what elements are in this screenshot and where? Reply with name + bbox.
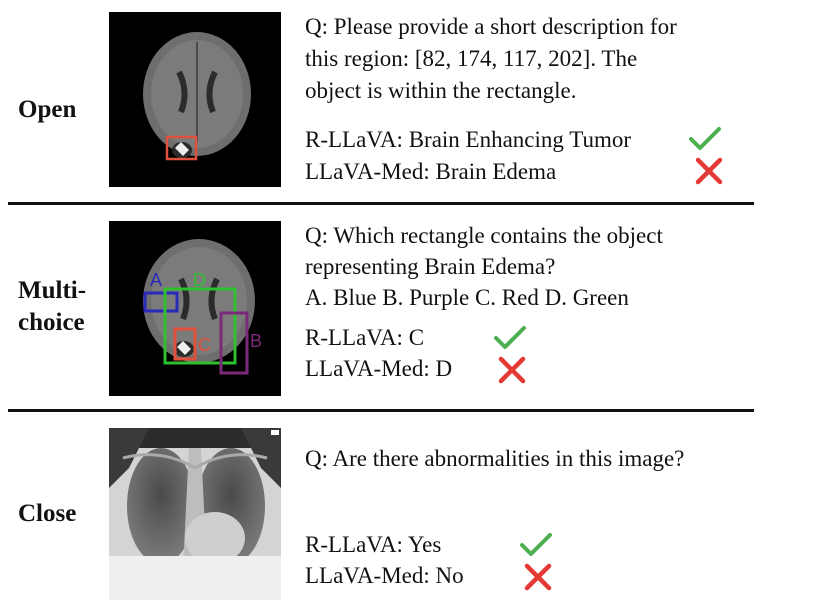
box-label-b: B: [250, 331, 262, 351]
row-label-open: Open: [18, 96, 77, 123]
question-line: representing Brain Edema?: [305, 254, 556, 279]
brain-mri-image-open: [109, 12, 281, 187]
answer-llavamed: LLaVA-Med: Brain Edema: [305, 159, 557, 184]
question-line: Q: Which rectangle contains the object: [305, 223, 663, 248]
chest-xray-image: [109, 428, 281, 600]
answer-rllava: R-LLaVA: Yes: [305, 532, 442, 557]
box-label-d: D: [193, 270, 206, 290]
question-line: Q: Are there abnormalities in this image…: [305, 446, 685, 471]
box-label-a: A: [150, 270, 162, 290]
box-label-c: C: [198, 335, 211, 355]
row-label-multichoice-text: Multi- choice: [18, 277, 87, 336]
cross-icon: [524, 563, 552, 591]
question-line: object is within the rectangle.: [305, 78, 577, 103]
row-label-close: Close: [18, 500, 77, 527]
check-icon: [520, 533, 552, 556]
answer-rllava: R-LLaVA: Brain Enhancing Tumor: [305, 127, 632, 152]
region-box-green: [163, 287, 237, 365]
question-line: this region: [82, 174, 117, 202]. The: [305, 46, 638, 71]
question-line: A. Blue B. Purple C. Red D. Green: [305, 285, 629, 310]
row-label-multichoice: Multi- choice: [18, 275, 86, 339]
region-box-red: [165, 135, 198, 161]
check-icon: [689, 127, 721, 150]
region-box-red: [173, 327, 197, 361]
answer-llavamed: LLaVA-Med: No: [305, 563, 464, 588]
answer-llavamed: LLaVA-Med: D: [305, 356, 453, 381]
row-divider-1: [8, 202, 754, 205]
question-line: Q: Please provide a short description fo…: [305, 14, 677, 39]
check-icon: [494, 326, 526, 349]
brain-mri-image-multichoice: A D C B: [109, 221, 281, 396]
region-box-purple: [219, 311, 249, 375]
answer-rllava: R-LLaVA: C: [305, 325, 425, 350]
region-box-blue: [143, 291, 179, 313]
cross-icon: [695, 157, 723, 185]
row-divider-2: [8, 409, 754, 412]
cross-icon: [498, 356, 526, 384]
